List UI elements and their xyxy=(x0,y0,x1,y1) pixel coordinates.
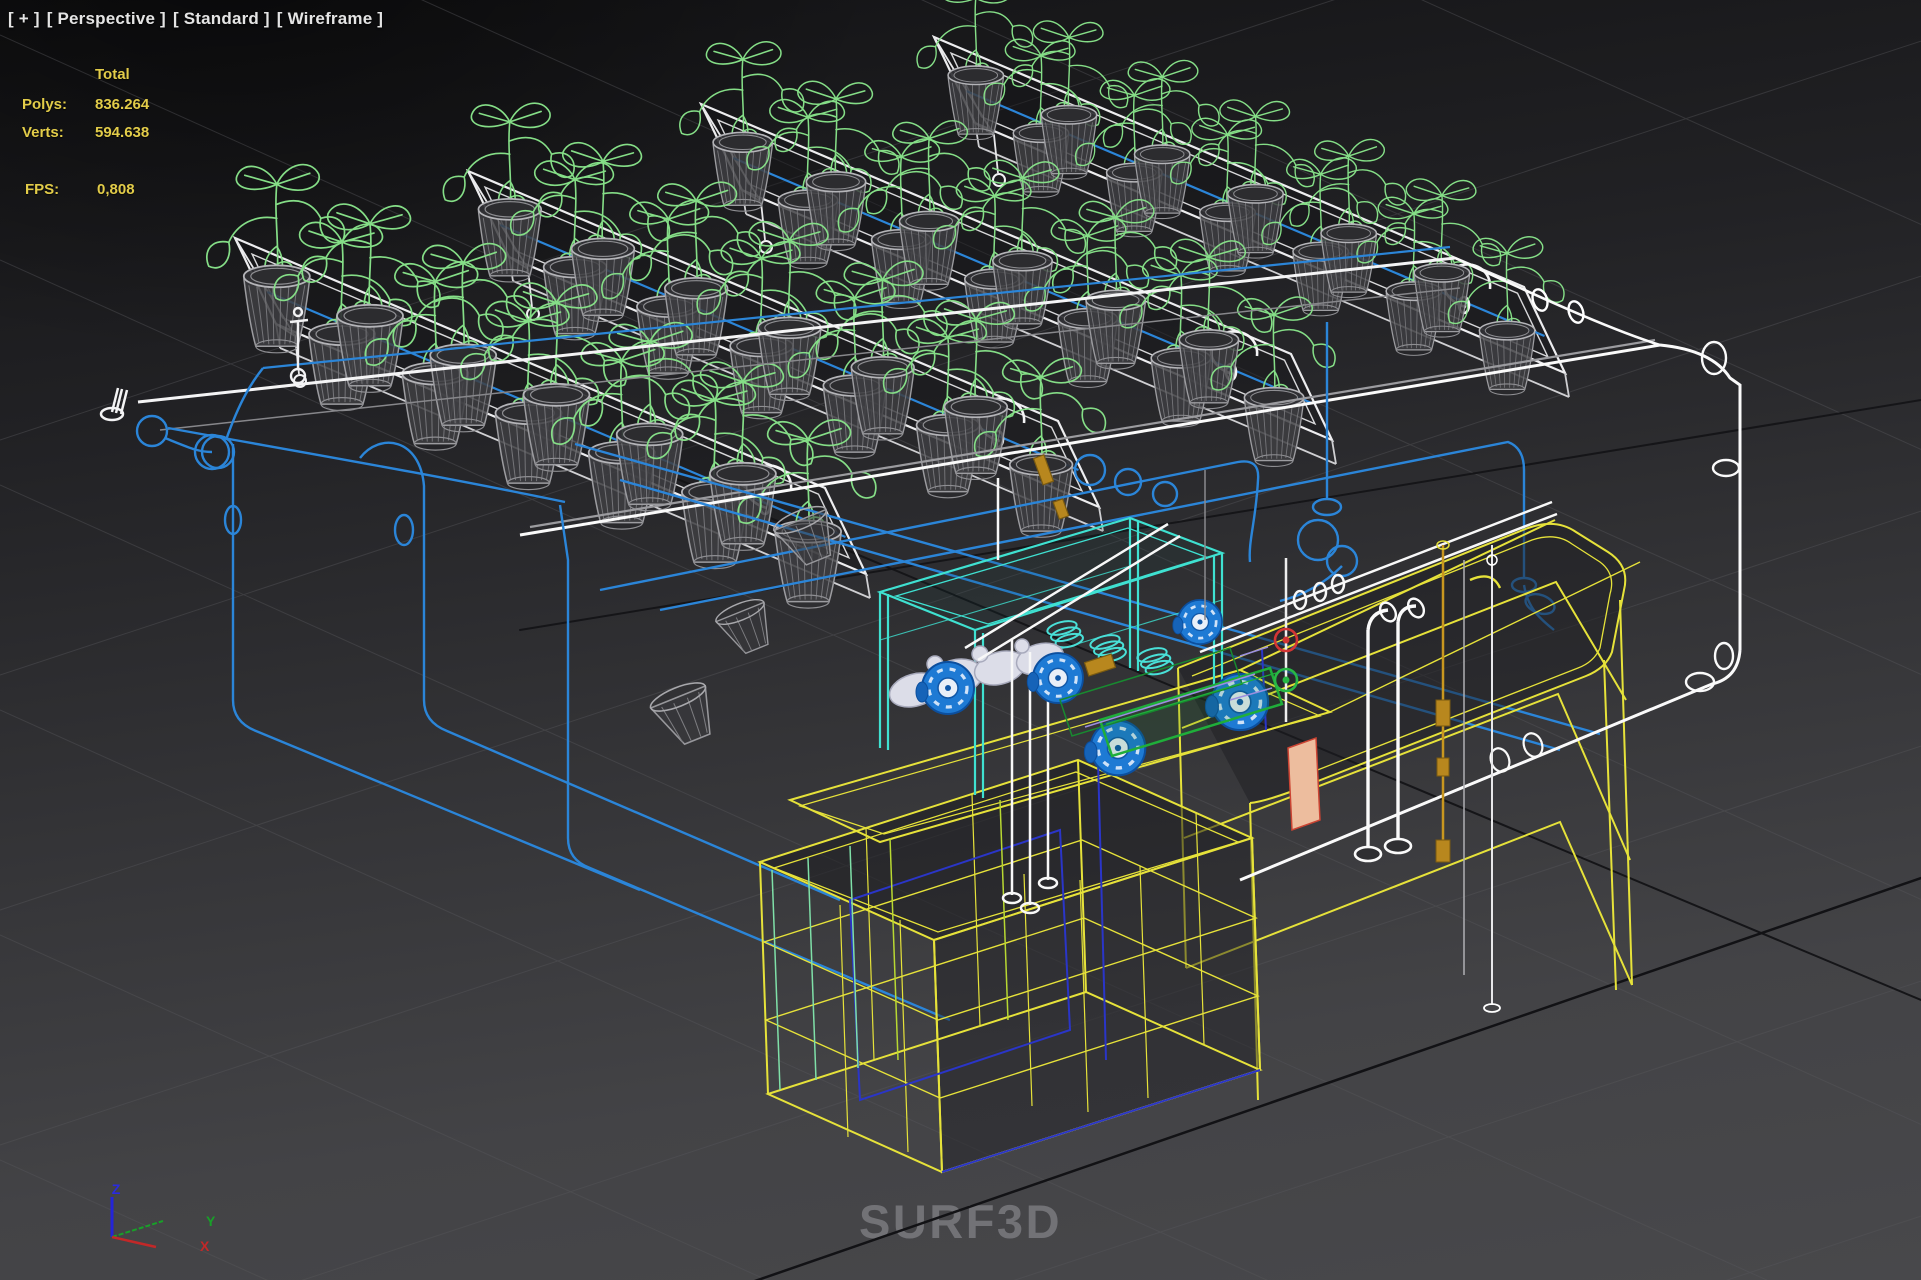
stats-verts-value: 594.638 xyxy=(95,124,150,141)
stats-polys-label: Polys: xyxy=(22,96,68,113)
sensor-rods xyxy=(1204,470,1501,1013)
stats-total-header: Total xyxy=(95,66,130,83)
gizmo-z-label: Z xyxy=(112,1181,121,1197)
viewport-menu-standard[interactable]: [ Standard ] xyxy=(172,9,270,28)
gizmo-y-label: Y xyxy=(206,1213,216,1229)
pump-assembly xyxy=(888,454,1558,915)
grow-tray xyxy=(443,103,1105,537)
grow-tray xyxy=(917,0,1570,398)
viewport-menu-plus[interactable]: [ + ] xyxy=(8,9,40,28)
drain-fittings xyxy=(289,306,309,385)
grow-tray xyxy=(207,165,876,609)
viewport-menu-shading[interactable]: [ Wireframe ] xyxy=(276,9,384,28)
yellow-tanks xyxy=(757,519,1641,1174)
stats-verts-label: Verts: xyxy=(22,124,64,141)
valves xyxy=(1273,558,1299,722)
white-return-pipe xyxy=(1239,340,1742,882)
axis-gizmo: Z Y X xyxy=(110,1181,216,1254)
supply-pipes xyxy=(99,245,1661,537)
gizmo-x-label: X xyxy=(200,1238,210,1254)
watermark: SURF3D xyxy=(858,1195,1063,1248)
viewport-menu-camera[interactable]: [ Perspective ] xyxy=(46,9,166,28)
viewport-header: [ + ] [ Perspective ] [ Standard ] [ Wirefr… xyxy=(8,9,390,29)
plant-trays xyxy=(207,0,1570,609)
green-duct xyxy=(1059,647,1284,758)
standpipe xyxy=(1353,597,1426,863)
stats-fps-value: 0,808 xyxy=(97,181,135,198)
stats-fps-label: FPS: xyxy=(25,181,60,198)
grow-tray xyxy=(680,42,1337,467)
stats-polys-value: 836.264 xyxy=(95,96,150,113)
